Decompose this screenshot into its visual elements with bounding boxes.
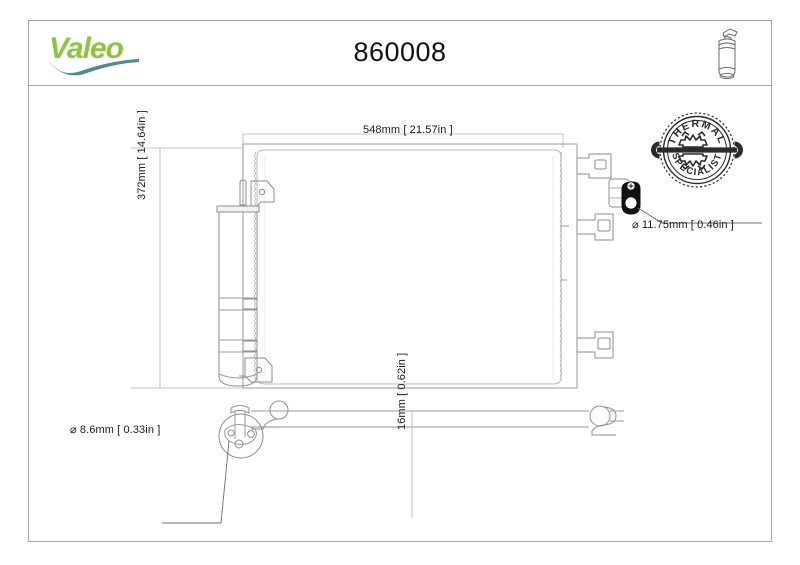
- bottom-flange-disc: [218, 413, 264, 459]
- condenser-outer-frame: [242, 143, 578, 389]
- valeo-logo: Valeo: [47, 31, 167, 77]
- bracket-hole-upper-right: [594, 159, 607, 170]
- technical-drawing: [29, 86, 771, 542]
- mounting-bracket-upper-right: [576, 153, 612, 179]
- condenser-core: [256, 149, 562, 385]
- thermal-specialist-stamp: THERMAL SPECIALIST: [643, 103, 751, 198]
- mounting-bracket-middle-right: [576, 213, 614, 241]
- core-ticks: [561, 225, 569, 281]
- core-tubes: [264, 156, 554, 378]
- bracket-hole-middle-right: [597, 219, 611, 232]
- flange-hole-small: [227, 429, 235, 437]
- drier-clamp-upper: [242, 298, 258, 310]
- flange-hole-large: [247, 430, 255, 438]
- drier-bracket-hole-lower: [255, 366, 263, 374]
- mounting-bracket-lower-right: [576, 331, 614, 359]
- dimension-label-pipe-diameter: ⌀ 8.6mm [ 0.33in ]: [70, 424, 161, 436]
- dimension-label-width: 548mm [ 21.57in ]: [363, 124, 453, 136]
- bracket-hole-lower-right: [597, 337, 611, 350]
- valeo-logo-svg: Valeo: [49, 32, 139, 76]
- dimension-lines: [131, 133, 564, 518]
- title-block: Valeo 860008: [29, 21, 771, 86]
- thermal-specialist-stamp-svg: THERMAL SPECIALIST: [651, 112, 743, 188]
- core-fin-edge-right: [558, 152, 564, 380]
- bottom-left-coil: [269, 400, 289, 420]
- right-side-hardware: [576, 153, 630, 359]
- logo-swoosh: [49, 59, 139, 76]
- bottom-flange-inner: [224, 424, 258, 445]
- condenser-front-view: [216, 143, 762, 389]
- leader-line-port-diameter: [637, 207, 663, 224]
- dimension-label-port-diameter: ⌀ 11.75mm [ 0.46in ]: [632, 219, 734, 231]
- condenser-bottom-view: [162, 400, 624, 524]
- flange-bore: [234, 439, 244, 449]
- page-title: 860008: [353, 37, 447, 67]
- svg-text:Valeo: Valeo: [49, 32, 124, 65]
- bottom-right-coil: [589, 405, 611, 427]
- technical-drawing-svg: [131, 133, 762, 524]
- receiver-drier-bottle: [216, 179, 275, 387]
- receiver-drier-icon: [699, 24, 755, 84]
- receiver-drier-icon-svg: [718, 28, 738, 80]
- drier-clamp-lower: [242, 340, 258, 352]
- dimension-label-height: 372mm [ 14.64in ]: [136, 110, 148, 200]
- bottom-stub-collar: [230, 405, 250, 414]
- sheet-border: [28, 20, 772, 542]
- dimension-label-depth: 16mm [ 0.62in ]: [396, 352, 408, 430]
- refrigerant-port-fitting: [621, 181, 762, 224]
- drier-bracket-upper: [250, 180, 275, 207]
- drier-bracket-hole-upper: [258, 188, 266, 196]
